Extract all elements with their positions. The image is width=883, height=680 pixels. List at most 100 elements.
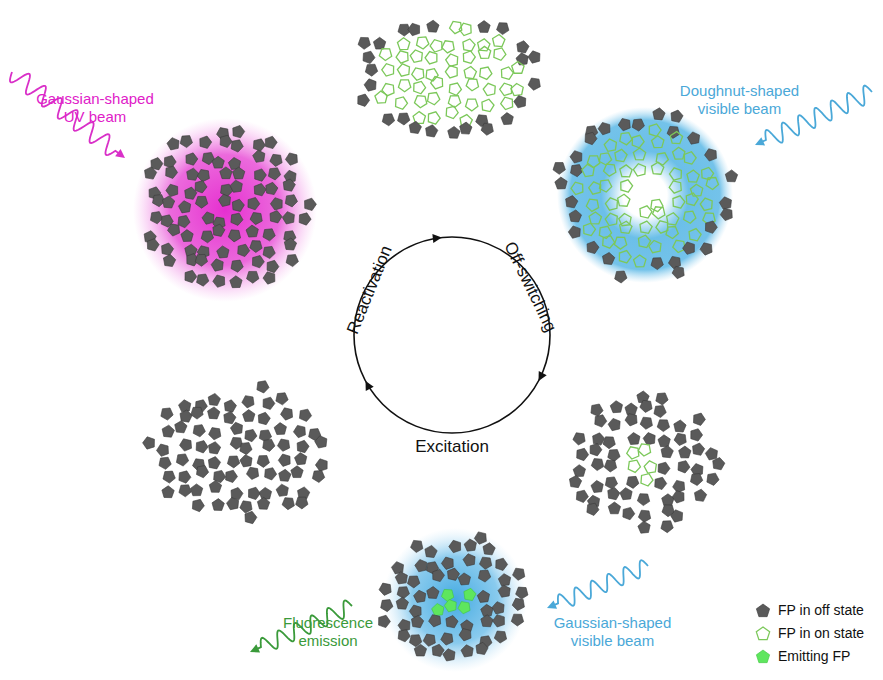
fluorescent-protein [483, 83, 495, 95]
fluorescent-protein [259, 487, 271, 499]
fluorescent-protein [667, 213, 679, 225]
fluorescent-protein [242, 396, 254, 408]
fluorescent-protein [281, 408, 293, 420]
fluorescent-protein [395, 572, 407, 584]
fluorescent-protein [690, 184, 702, 196]
fluorescent-protein [233, 125, 245, 137]
fluorescent-protein [398, 619, 410, 631]
fluorescent-protein [449, 83, 461, 95]
fluorescent-protein [286, 255, 298, 267]
fluorescent-protein [459, 629, 471, 641]
fluorescent-protein [186, 153, 198, 165]
fluorescent-protein [466, 99, 478, 111]
fluorescent-protein [427, 20, 439, 32]
fluorescent-protein [604, 460, 616, 472]
fluorescent-protein [161, 408, 173, 420]
fluorescent-protein [200, 136, 212, 148]
fluorescent-protein [673, 240, 685, 252]
fluorescent-protein [265, 468, 277, 480]
fluorescent-protein [661, 446, 673, 458]
fluorescent-protein [653, 108, 665, 120]
fluorescent-protein [192, 499, 204, 511]
fluorescent-protein [274, 423, 286, 435]
fluorescent-protein [231, 140, 243, 152]
fluorescent-protein [265, 136, 277, 148]
fluorescent-protein [364, 79, 376, 91]
fluorescent-protein [497, 23, 509, 35]
fluorescent-protein [284, 238, 296, 250]
fluorescent-protein [448, 568, 460, 580]
fluorescent-protein [240, 455, 252, 467]
fluorescent-protein [213, 275, 225, 287]
fluorescent-protein [482, 99, 494, 111]
fluorescent-protein [157, 444, 169, 456]
fluorescent-protein [513, 568, 525, 580]
fluorescent-protein [195, 181, 207, 193]
fluorescent-protein [640, 206, 652, 218]
fluorescent-protein [397, 587, 409, 599]
fluorescent-protein [496, 558, 508, 570]
fluorescent-protein [417, 37, 429, 49]
fluorescent-protein [209, 428, 221, 440]
fluorescent-protein [431, 77, 443, 89]
fluorescent-protein [477, 590, 489, 602]
fluorescent-protein [250, 212, 262, 224]
fluorescent-protein [640, 221, 652, 233]
fluorescent-protein [637, 494, 649, 506]
fluorescent-protein [628, 460, 640, 472]
cycle-arrowhead [535, 371, 547, 383]
fluorescent-protein [226, 470, 238, 482]
fluorescent-protein [208, 457, 220, 469]
fluorescent-protein [625, 403, 637, 415]
fluorescent-protein [193, 425, 205, 437]
fluorescent-protein [197, 169, 209, 181]
fluorescent-protein [585, 132, 597, 144]
fluorescent-protein [458, 573, 470, 585]
fluorescent-protein [644, 461, 656, 473]
fluorescent-protein [577, 448, 589, 460]
fluorescent-protein [208, 407, 220, 419]
fluorescent-protein [190, 484, 202, 496]
fluorescent-protein [213, 224, 225, 236]
fluorescent-protein [441, 557, 453, 569]
fluorescent-protein [623, 507, 635, 519]
fluorescent-protein [252, 255, 264, 267]
fluorescent-protein [689, 229, 701, 241]
fluorescent-protein [397, 38, 409, 50]
fluorescent-protein [191, 407, 203, 419]
fluorescent-protein [608, 502, 620, 514]
fluorescent-protein [576, 490, 588, 502]
fluorescent-protein [615, 271, 627, 283]
fluorescent-protein [220, 135, 232, 147]
fluorescent-protein [479, 557, 491, 569]
fluorescent-protein [459, 23, 471, 35]
fluorescent-protein [684, 211, 696, 223]
fluorescent-protein [409, 121, 421, 133]
fluorescent-protein [268, 168, 280, 180]
fluorescent-protein [423, 634, 435, 646]
fluorescent-protein [634, 255, 646, 267]
legend-sample [756, 650, 769, 663]
fluorescent-protein [282, 212, 294, 224]
fluorescent-protein [638, 510, 650, 522]
fluorescent-protein [464, 539, 476, 551]
fluorescent-protein [480, 67, 492, 79]
fluorescent-protein [656, 153, 668, 165]
fluorescent-protein [212, 156, 224, 168]
fluorescent-protein [294, 453, 306, 465]
fluorescent-protein [476, 642, 488, 654]
fluorescent-protein [166, 184, 178, 196]
fluorescent-protein [218, 194, 230, 206]
fluorescent-protein [446, 54, 458, 66]
cycle-step-label: Excitation [415, 437, 489, 457]
fluorescent-protein [595, 415, 607, 427]
fluorescent-protein [425, 545, 437, 557]
fluorescent-protein [571, 165, 583, 177]
fluorescent-protein [233, 167, 245, 179]
fluorescent-protein [591, 459, 603, 471]
fluorescent-protein [492, 602, 504, 614]
fluorescent-protein [253, 150, 265, 162]
fluorescent-protein [257, 381, 269, 393]
fluorescent-protein [619, 251, 631, 263]
fluorescent-protein [396, 51, 408, 63]
